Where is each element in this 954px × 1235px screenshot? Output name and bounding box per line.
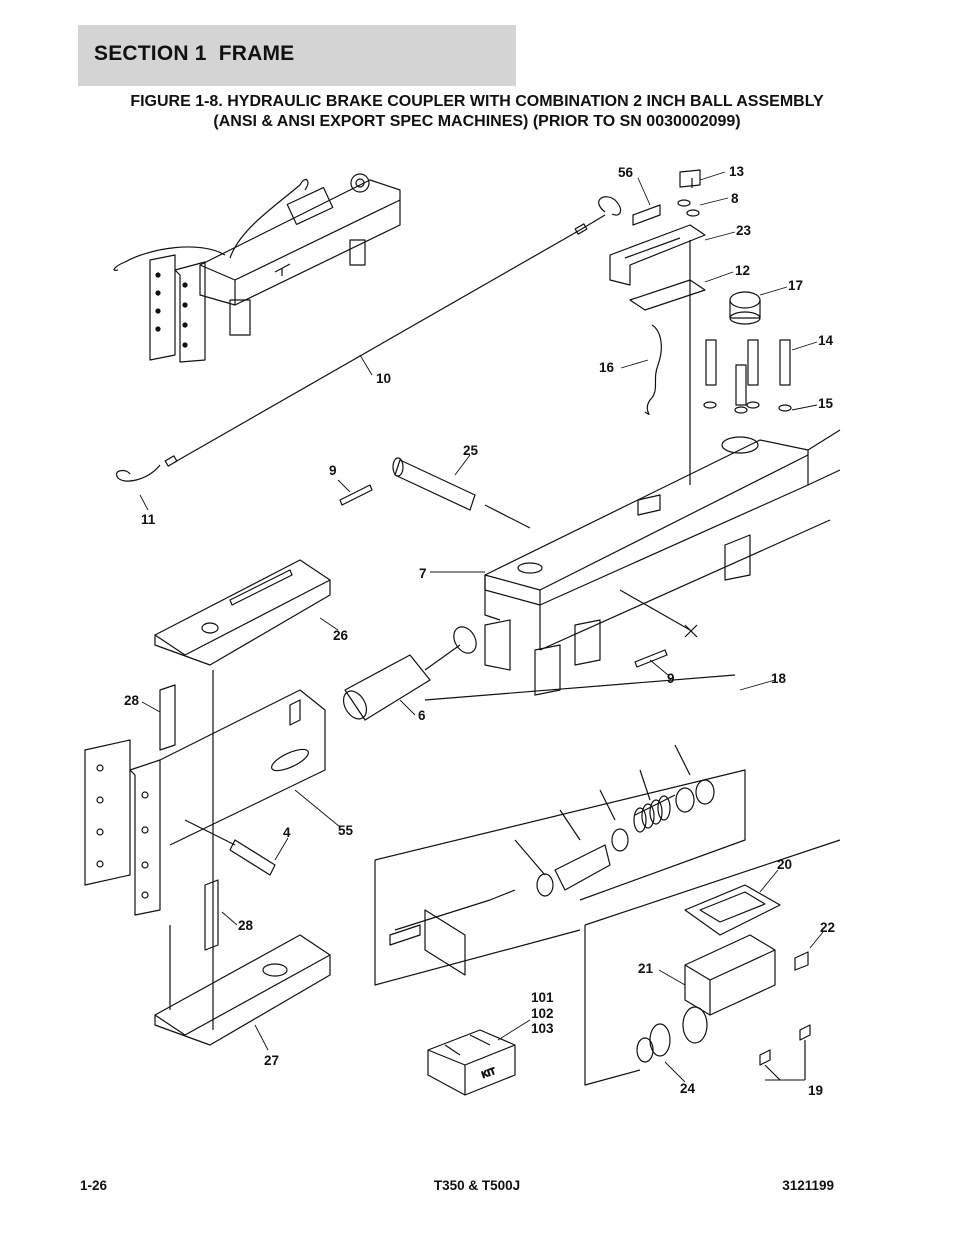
callout-11: 11 (141, 512, 156, 527)
callout-19: 19 (808, 1083, 823, 1098)
callout-8: 8 (731, 191, 739, 206)
callout-6: 6 (418, 708, 426, 723)
page-number: 1-26 (80, 1178, 108, 1193)
main-frame-drawing (484, 429, 841, 696)
callout-55: 55 (338, 823, 354, 838)
master-cylinder-panel-drawing (374, 674, 746, 986)
kit-box-drawing: KIT (427, 1029, 516, 1096)
callout-13: 13 (729, 164, 745, 179)
callout-12: 12 (735, 263, 750, 278)
bracket-assembly-drawing (84, 559, 331, 1046)
section-header: SECTION 1 FRAME (78, 25, 516, 86)
callout-22: 22 (820, 920, 835, 935)
callout-21: 21 (638, 961, 654, 976)
pins-drawing (339, 457, 668, 668)
callout-14: 14 (818, 333, 834, 348)
callout-labels: 56 13 8 23 12 17 14 16 15 10 25 9 11 7 2… (124, 164, 835, 1098)
callout-102: 102 (531, 1006, 554, 1021)
reservoir-panel-drawing (584, 839, 841, 1086)
callout-17: 17 (788, 278, 803, 293)
callout-15: 15 (818, 396, 834, 411)
callout-24: 24 (680, 1081, 696, 1096)
figure-title-line-1: FIGURE 1-8. HYDRAULIC BRAKE COUPLER WITH… (130, 93, 824, 110)
callout-56: 56 (618, 165, 634, 180)
callout-101: 101 (531, 990, 554, 1005)
cylinder-drawing (342, 626, 477, 721)
callout-4: 4 (283, 825, 291, 840)
callout-7: 7 (419, 566, 427, 581)
callout-10: 10 (376, 371, 391, 386)
callout-9-lower: 9 (667, 671, 675, 686)
section-title: SECTION 1 FRAME (94, 42, 295, 65)
callout-28-lower: 28 (238, 918, 254, 933)
callout-26: 26 (333, 628, 349, 643)
callout-20: 20 (777, 857, 792, 872)
callout-9-upper: 9 (329, 463, 337, 478)
figure-title: FIGURE 1-8. HYDRAULIC BRAKE COUPLER WITH… (60, 92, 894, 132)
breakaway-cable-drawing (116, 196, 622, 482)
callout-16: 16 (599, 360, 615, 375)
document-number: 3121199 (782, 1178, 834, 1193)
leader-lines (139, 171, 824, 1083)
kit-label: KIT (480, 1066, 497, 1080)
callout-28-upper: 28 (124, 693, 140, 708)
callout-27: 27 (264, 1053, 279, 1068)
upper-right-parts-drawing (609, 169, 792, 485)
coupler-assembly-drawing (113, 173, 401, 363)
callout-25: 25 (463, 443, 479, 458)
figure-title-line-2: (ANSI & ANSI EXPORT SPEC MACHINES) (PRIO… (213, 113, 741, 130)
callout-103: 103 (531, 1021, 554, 1036)
callout-18: 18 (771, 671, 787, 686)
model-name: T350 & T500J (433, 1178, 521, 1193)
callout-23: 23 (736, 223, 752, 238)
